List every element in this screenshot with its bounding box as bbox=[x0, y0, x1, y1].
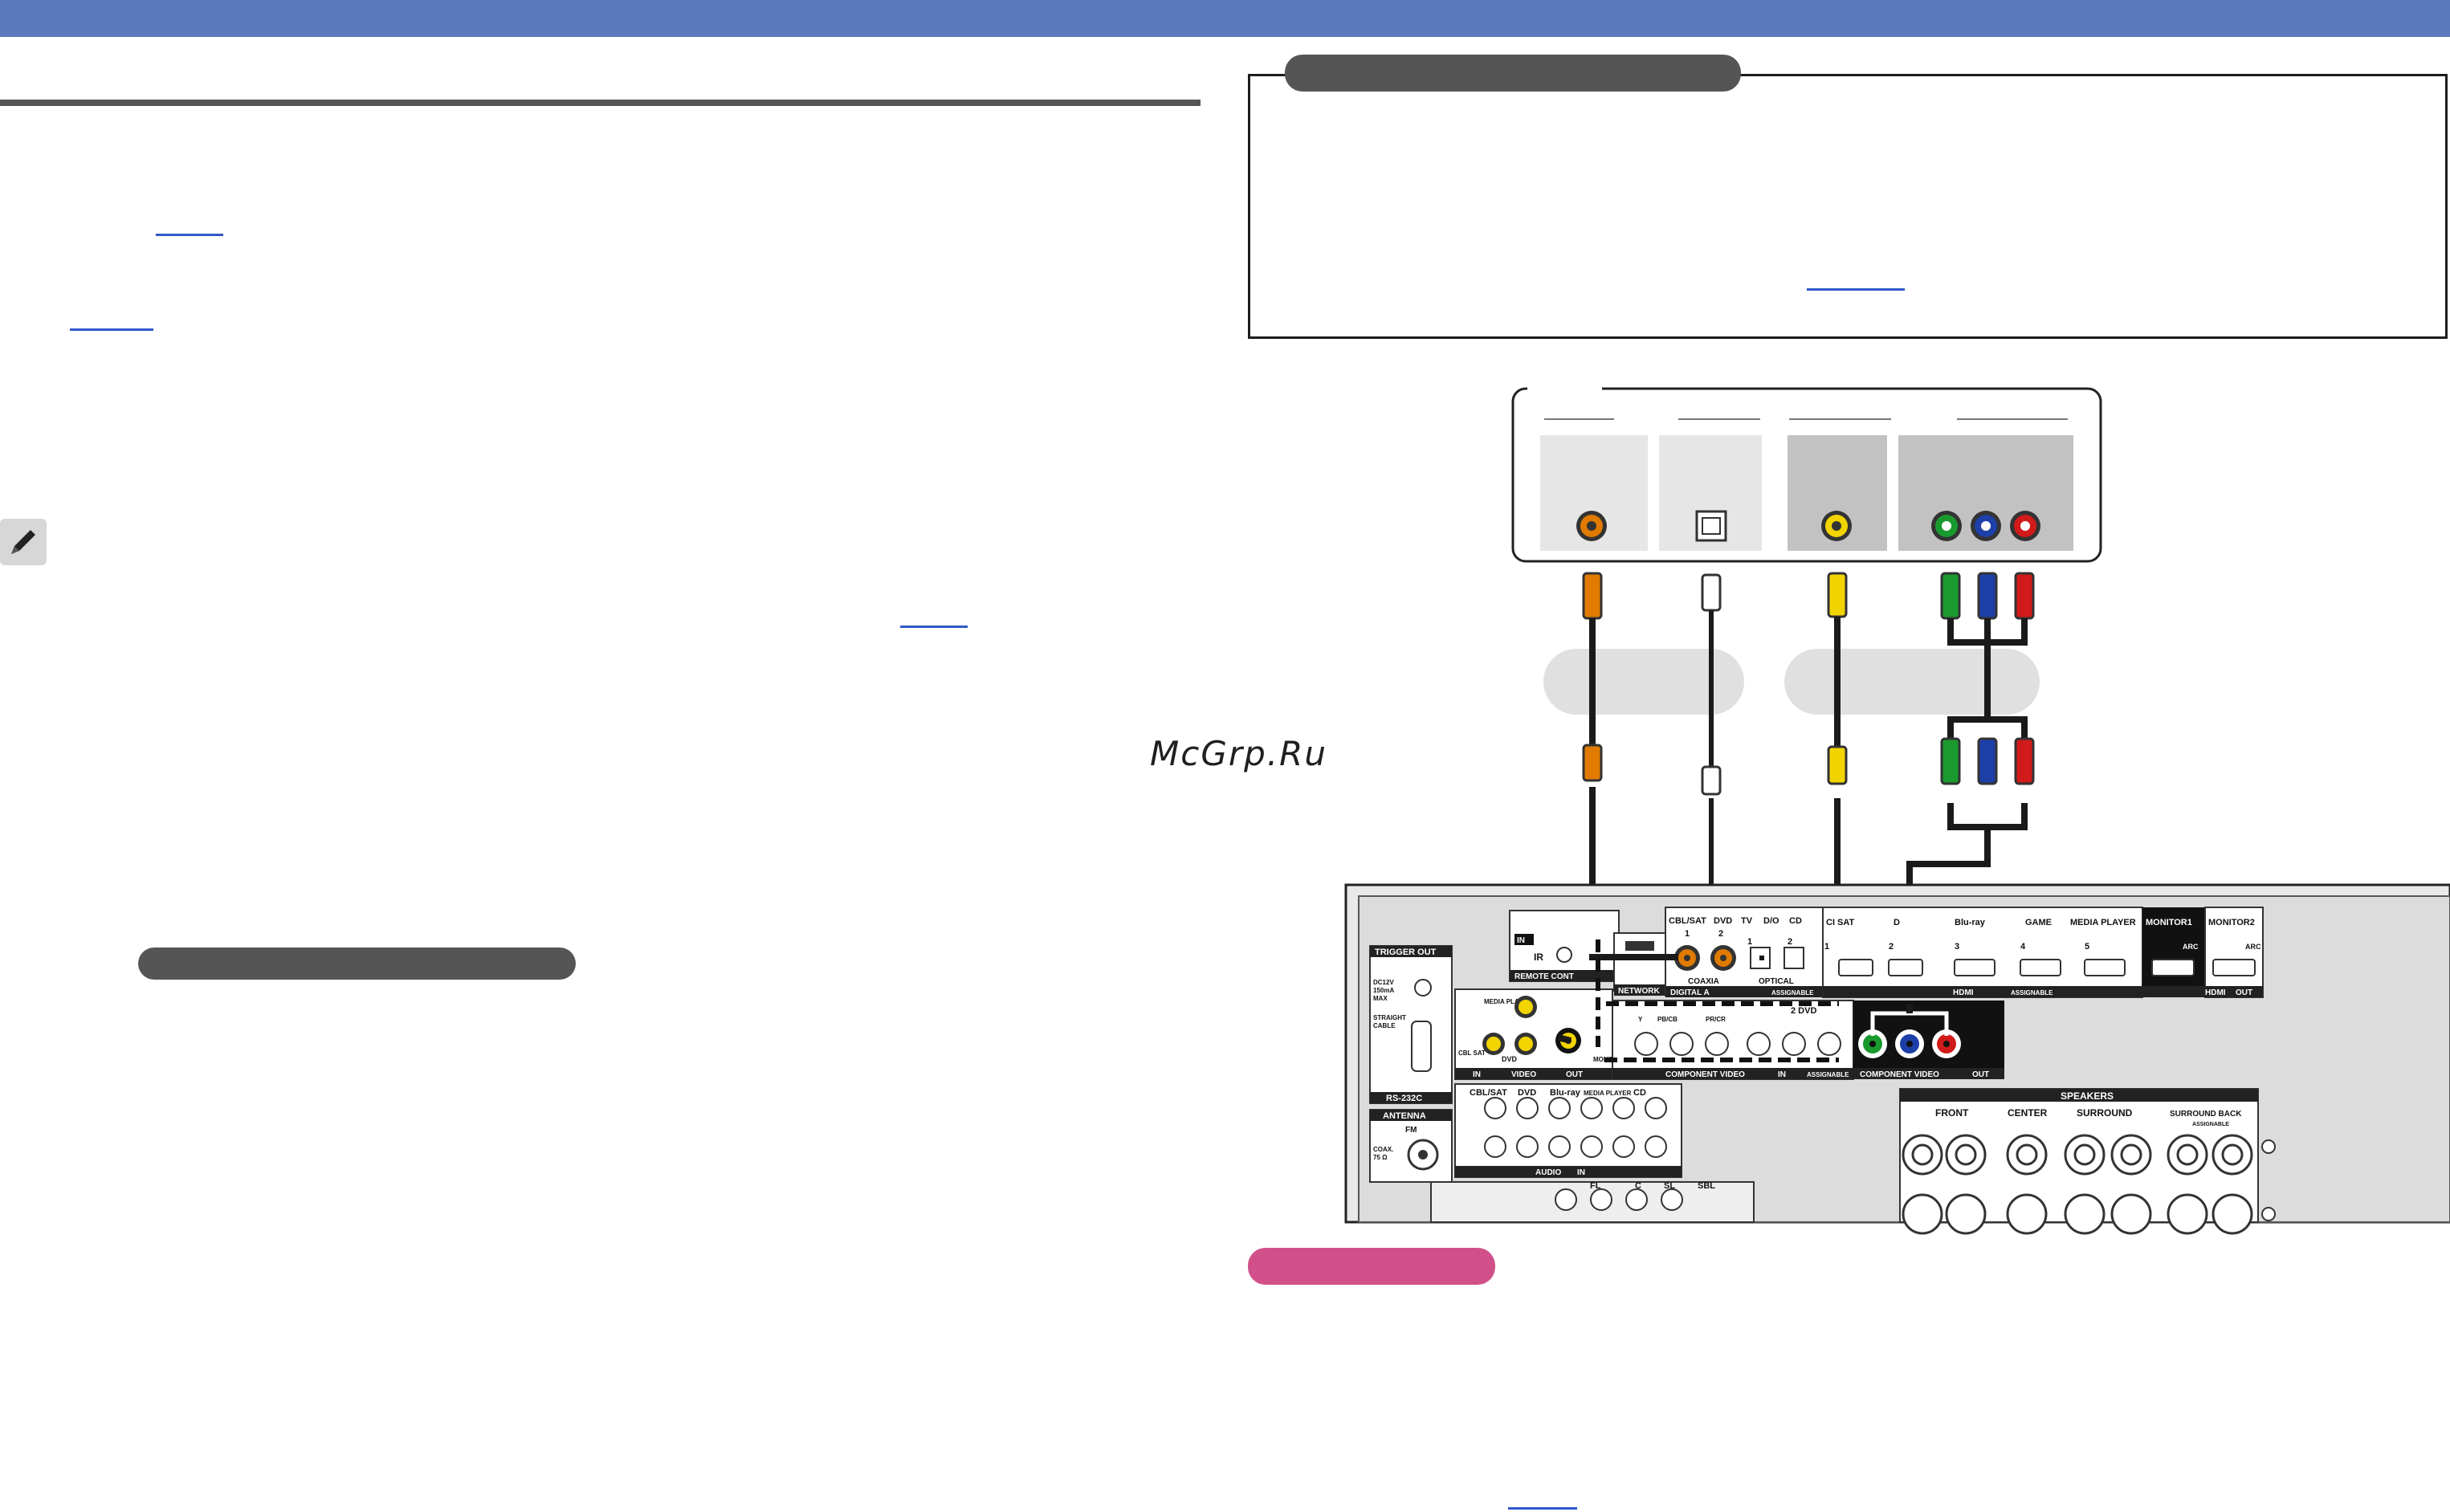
svg-text:2: 2 bbox=[1718, 929, 1723, 939]
page-link[interactable] bbox=[156, 234, 223, 236]
svg-text:Blu-ray: Blu-ray bbox=[1550, 1088, 1581, 1098]
svg-text:SURROUND: SURROUND bbox=[2077, 1107, 2133, 1119]
svg-text:MEDIA PLAYER: MEDIA PLAYER bbox=[2070, 918, 2136, 927]
svg-text:PB/CB: PB/CB bbox=[1657, 1016, 1677, 1023]
svg-text:4: 4 bbox=[2020, 942, 2026, 952]
svg-text:Blu-ray: Blu-ray bbox=[1955, 918, 1986, 927]
box-heading-pill bbox=[1285, 55, 1741, 92]
svg-text:C: C bbox=[1635, 1181, 1641, 1191]
svg-text:CI SAT: CI SAT bbox=[1826, 918, 1855, 927]
svg-text:OUT: OUT bbox=[2236, 988, 2252, 997]
svg-text:ASSIGNABLE: ASSIGNABLE bbox=[2192, 1122, 2229, 1127]
svg-text:IN: IN bbox=[1577, 1168, 1585, 1177]
receiver-rear-panel: IN IR REMOTE CONT NETWORK CBL/SAT DVD TV… bbox=[1344, 883, 2450, 1235]
svg-text:FM: FM bbox=[1405, 1126, 1417, 1135]
svg-text:150mA: 150mA bbox=[1373, 987, 1394, 994]
section-pill bbox=[138, 948, 576, 980]
page-link[interactable] bbox=[70, 328, 153, 331]
svg-text:RS-232C: RS-232C bbox=[1386, 1094, 1422, 1103]
svg-text:ARC: ARC bbox=[2245, 943, 2261, 951]
svg-text:OPTICAL: OPTICAL bbox=[1759, 977, 1794, 986]
svg-text:MAX: MAX bbox=[1373, 995, 1388, 1002]
svg-text:ANTENNA: ANTENNA bbox=[1383, 1111, 1426, 1121]
svg-text:ARC: ARC bbox=[2183, 943, 2199, 951]
svg-text:SBL: SBL bbox=[1698, 1181, 1715, 1191]
svg-text:Y: Y bbox=[1638, 1016, 1643, 1023]
svg-text:DVD: DVD bbox=[1502, 1055, 1518, 1063]
svg-text:ASSIGNABLE: ASSIGNABLE bbox=[1807, 1071, 1849, 1078]
svg-text:FL: FL bbox=[1590, 1181, 1601, 1191]
watermark: McGrp.Ru bbox=[1150, 734, 1327, 773]
svg-text:2: 2 bbox=[1788, 937, 1792, 947]
svg-text:MONITOR1: MONITOR1 bbox=[2146, 918, 2192, 927]
svg-text:FRONT: FRONT bbox=[1935, 1107, 1969, 1119]
svg-text:ASSIGNABLE: ASSIGNABLE bbox=[2011, 989, 2053, 996]
svg-text:CBL/SAT: CBL/SAT bbox=[1669, 916, 1706, 926]
svg-text:CBL/SAT: CBL/SAT bbox=[1470, 1088, 1507, 1098]
svg-text:HDMI: HDMI bbox=[2205, 988, 2226, 997]
note-pill bbox=[1248, 1248, 1495, 1285]
page-link[interactable] bbox=[1508, 1507, 1577, 1510]
svg-text:SURROUND BACK: SURROUND BACK bbox=[2170, 1110, 2242, 1119]
svg-text:DC12V: DC12V bbox=[1373, 979, 1394, 986]
svg-text:IN: IN bbox=[1517, 936, 1525, 945]
svg-text:OUT: OUT bbox=[1566, 1070, 1583, 1079]
svg-text:TV: TV bbox=[1741, 916, 1753, 926]
svg-text:OUT: OUT bbox=[1972, 1070, 1989, 1079]
svg-text:1: 1 bbox=[1747, 937, 1752, 947]
svg-text:2 DVD: 2 DVD bbox=[1791, 1006, 1816, 1016]
svg-text:DVD: DVD bbox=[1714, 916, 1732, 926]
svg-text:5: 5 bbox=[2085, 942, 2089, 952]
svg-text:IR: IR bbox=[1534, 952, 1543, 963]
svg-text:COMPONENT VIDEO: COMPONENT VIDEO bbox=[1665, 1070, 1745, 1079]
video-cable-label bbox=[1784, 649, 2040, 715]
svg-text:IN: IN bbox=[1778, 1070, 1786, 1079]
svg-text:COAXIA: COAXIA bbox=[1688, 977, 1719, 986]
svg-text:CD: CD bbox=[1633, 1088, 1646, 1098]
svg-text:MEDIA PLAYER: MEDIA PLAYER bbox=[1584, 1090, 1632, 1097]
svg-text:VIDEO: VIDEO bbox=[1511, 1070, 1536, 1079]
svg-text:1: 1 bbox=[1824, 942, 1829, 952]
svg-text:DVD: DVD bbox=[1518, 1088, 1536, 1098]
svg-text:3: 3 bbox=[1955, 942, 1959, 952]
svg-text:IN: IN bbox=[1473, 1070, 1481, 1079]
svg-text:2: 2 bbox=[1889, 942, 1894, 952]
svg-text:COMPONENT VIDEO: COMPONENT VIDEO bbox=[1860, 1070, 1939, 1079]
svg-text:D: D bbox=[1894, 918, 1900, 927]
svg-text:1: 1 bbox=[1685, 929, 1690, 939]
svg-text:CABLE: CABLE bbox=[1373, 1022, 1396, 1029]
svg-text:MONITOR2: MONITOR2 bbox=[2208, 918, 2255, 927]
svg-text:SPEAKERS: SPEAKERS bbox=[2061, 1090, 2114, 1102]
section-rule bbox=[0, 100, 1201, 106]
page-link[interactable] bbox=[1807, 288, 1905, 291]
svg-text:CENTER: CENTER bbox=[2008, 1107, 2048, 1119]
svg-text:CBL SAT: CBL SAT bbox=[1458, 1049, 1486, 1057]
info-box bbox=[1248, 74, 2448, 339]
header-bar bbox=[0, 0, 2450, 37]
svg-text:GAME: GAME bbox=[2025, 918, 2052, 927]
note-pencil-icon bbox=[0, 519, 47, 565]
page-link[interactable] bbox=[900, 626, 968, 628]
svg-text:REMOTE CONT: REMOTE CONT bbox=[1514, 972, 1574, 981]
svg-text:75 Ω: 75 Ω bbox=[1373, 1154, 1388, 1161]
audio-cable-label bbox=[1543, 649, 1744, 715]
svg-text:CD: CD bbox=[1789, 916, 1802, 926]
svg-text:MEDIA PLAYER: MEDIA PLAYER bbox=[1484, 998, 1532, 1005]
svg-text:SL: SL bbox=[1664, 1181, 1675, 1191]
svg-text:ASSIGNABLE: ASSIGNABLE bbox=[1771, 989, 1814, 996]
svg-text:PR/CR: PR/CR bbox=[1706, 1016, 1726, 1023]
svg-text:HDMI: HDMI bbox=[1953, 988, 1974, 997]
svg-text:STRAIGHT: STRAIGHT bbox=[1373, 1014, 1406, 1021]
svg-text:AUDIO: AUDIO bbox=[1535, 1168, 1561, 1177]
svg-text:NETWORK: NETWORK bbox=[1618, 987, 1660, 996]
svg-text:COAX.: COAX. bbox=[1373, 1146, 1393, 1153]
svg-text:DIGITAL A: DIGITAL A bbox=[1670, 988, 1710, 997]
svg-text:D/O: D/O bbox=[1763, 916, 1779, 926]
svg-text:TRIGGER OUT: TRIGGER OUT bbox=[1375, 948, 1437, 957]
